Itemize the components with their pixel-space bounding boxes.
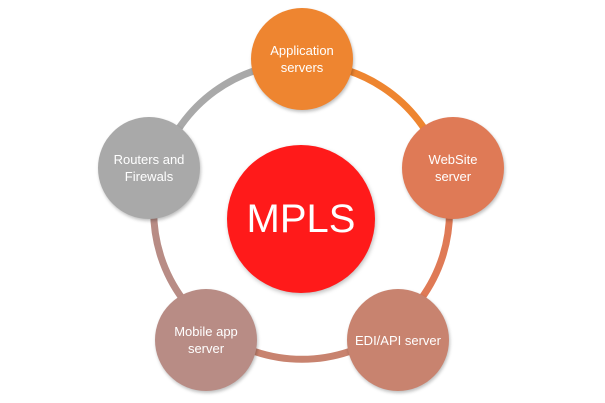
node-label: Application servers <box>270 43 334 75</box>
node-label: Mobile app server <box>174 324 238 356</box>
node-website-server: WebSite server <box>402 117 504 219</box>
node-label: Routers and Firewals <box>113 152 185 184</box>
node-routers-and-firewalls: Routers and Firewals <box>98 117 200 219</box>
node-mobile-app-server: Mobile app server <box>155 289 257 391</box>
node-label: WebSite server <box>428 152 478 184</box>
center-node-mpls: MPLS <box>227 145 375 293</box>
center-node-label: MPLS <box>246 196 356 241</box>
node-edi-api-server: EDI/API server <box>347 289 449 391</box>
node-label: EDI/API server <box>355 332 441 348</box>
node-application-servers: Application servers <box>251 8 353 110</box>
